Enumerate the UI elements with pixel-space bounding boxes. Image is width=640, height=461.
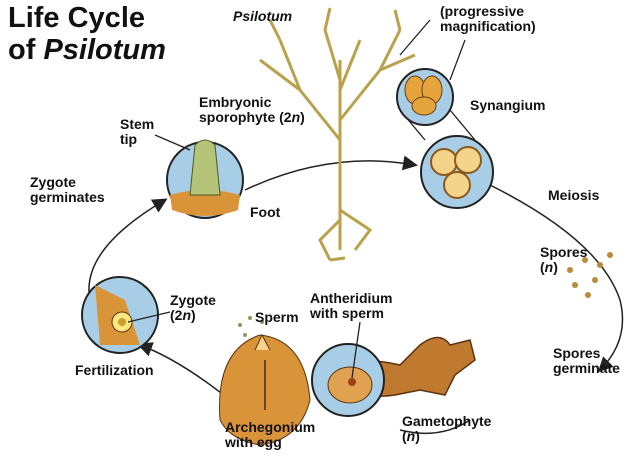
label-embryonic-sporophyte: Embryonic sporophyte (2n) bbox=[199, 95, 305, 125]
embryonic-n: n bbox=[291, 109, 301, 125]
label-meiosis: Meiosis bbox=[548, 187, 600, 203]
embryonic-line-2: sporophyte (2n) bbox=[199, 110, 305, 125]
gametophyte-line-2: (n) bbox=[402, 428, 420, 444]
archegonium-line-2: with egg bbox=[225, 434, 282, 450]
page-title: Life Cycle of Psilotum bbox=[8, 2, 166, 66]
antheridium-closeup bbox=[311, 343, 385, 417]
cycle-arrows bbox=[88, 155, 624, 435]
title-line-2: of Psilotum bbox=[8, 34, 166, 66]
stem-line-2: tip bbox=[120, 131, 138, 147]
label-synangium: Synangium bbox=[470, 97, 546, 113]
zygote-germ-line-1: Zygote bbox=[30, 174, 76, 190]
magnification-lines bbox=[399, 19, 476, 141]
magnification-line-1: (progressive bbox=[440, 3, 525, 19]
label-antheridium: Antheridium with sperm bbox=[310, 291, 392, 321]
synangium-cross-section bbox=[420, 135, 494, 209]
antheridium-line-1: Antheridium bbox=[310, 290, 393, 306]
label-zygote-germinates: Zygote germinates bbox=[30, 175, 105, 205]
spores bbox=[567, 252, 613, 298]
label-spores-germinate: Spores germinate bbox=[553, 346, 620, 376]
magnification-line-2: magnification) bbox=[440, 18, 536, 34]
label-psilotum: Psilotum bbox=[233, 8, 293, 24]
label-gametophyte: Gametophyte (n) bbox=[402, 414, 491, 444]
antheridium-line-2: with sperm bbox=[310, 305, 384, 321]
label-magnification: (progressive magnification) bbox=[440, 4, 536, 34]
label-stem-tip: Stem tip bbox=[120, 117, 154, 147]
gametophyte-line-1: Gametophyte bbox=[402, 413, 492, 429]
label-archegonium: Archegonium with egg bbox=[225, 420, 315, 450]
gametophyte-n: n bbox=[406, 428, 416, 444]
zygote-germ-line-2: germinates bbox=[30, 189, 105, 205]
spores-line-1: Spores bbox=[540, 244, 588, 260]
zygote-line-2: (2n) bbox=[170, 307, 196, 323]
title-prefix: of bbox=[8, 34, 44, 66]
synangium-closeup bbox=[396, 68, 454, 126]
spores-germ-line-2: germinate bbox=[553, 360, 620, 376]
embryonic-line-1: Embryonic bbox=[199, 94, 272, 110]
spores-line-2: (n) bbox=[540, 259, 558, 275]
zygote-n: n bbox=[182, 307, 192, 323]
label-fertilization: Fertilization bbox=[75, 362, 154, 378]
title-italic: Psilotum bbox=[43, 34, 166, 66]
embryonic-sporophyte-closeup bbox=[166, 139, 244, 219]
archegonium-line-1: Archegonium bbox=[225, 419, 316, 435]
zygote-closeup bbox=[81, 276, 159, 354]
label-sperm: Sperm bbox=[255, 309, 299, 325]
zygote-line-1: Zygote bbox=[170, 292, 216, 308]
stem-line-1: Stem bbox=[120, 116, 155, 132]
spores-germ-line-1: Spores bbox=[553, 345, 601, 361]
label-spores: Spores (n) bbox=[540, 245, 587, 275]
label-foot: Foot bbox=[250, 204, 281, 220]
label-zygote: Zygote (2n) bbox=[170, 293, 216, 323]
label-pointer-lines bbox=[127, 134, 361, 410]
embryonic-end: ) bbox=[300, 109, 305, 125]
psilotum-plant bbox=[259, 7, 416, 262]
embryonic-text: sporophyte (2 bbox=[199, 109, 292, 125]
spores-n: n bbox=[544, 259, 554, 275]
title-line-1: Life Cycle bbox=[8, 2, 145, 34]
